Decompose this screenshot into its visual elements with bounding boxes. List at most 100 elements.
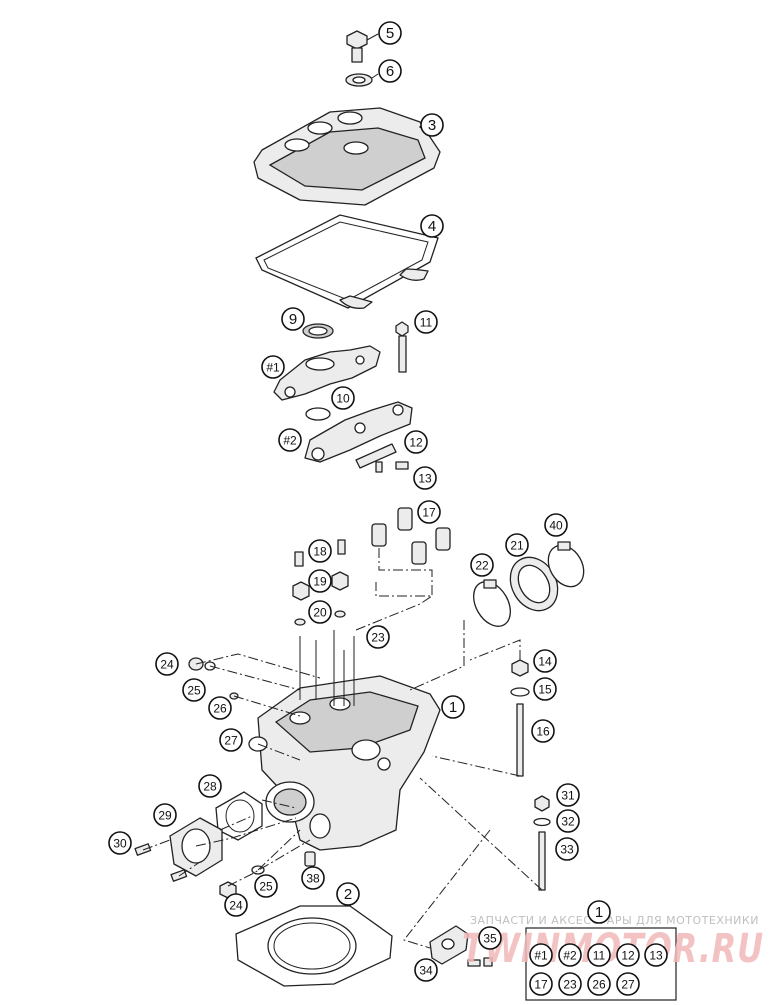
kit-label-callout-label: 1	[595, 904, 603, 921]
callout-c33-circle	[555, 837, 579, 861]
part-2-head-gasket	[235, 905, 393, 987]
part-9-o-ring	[302, 323, 334, 339]
callout-c21-label: 21	[510, 539, 524, 553]
callout-c19: 19	[308, 569, 332, 593]
callout-c19-label: 19	[313, 575, 327, 589]
kit-item-0-label: #1	[534, 949, 548, 963]
part-1-cylinder-head	[257, 630, 441, 851]
callout-c12a: 12	[404, 430, 428, 454]
kit-item-3-label: 12	[621, 949, 635, 963]
callout-c20-circle	[308, 600, 332, 624]
callout-c34: 34	[414, 958, 438, 982]
callout-c14-label: 14	[538, 655, 552, 669]
callout-c1: 1	[441, 695, 465, 719]
callout-c33-label: 33	[560, 843, 574, 857]
kit-item-8-circle	[616, 972, 640, 996]
kit-item-8: 27	[616, 972, 640, 996]
watermark-brand: TWINMOTOR.RU	[462, 926, 764, 972]
callout-c25b-circle	[254, 874, 278, 898]
callout-c1-label: 1	[449, 699, 457, 716]
kit-item-6: 23	[558, 972, 582, 996]
callout-c32-label: 32	[561, 815, 575, 829]
kit-item-0: #1	[529, 943, 553, 967]
callout-c9: 9	[281, 307, 305, 331]
callout-c4: 4	[420, 214, 444, 238]
callout-c27a: 27	[219, 728, 243, 752]
part-3-valve-cover	[253, 107, 441, 206]
callout-c14-circle	[533, 649, 557, 673]
callout-c33: 33	[555, 837, 579, 861]
callout-c12a-circle	[404, 430, 428, 454]
callout-c32: 32	[556, 809, 580, 833]
callout-c17a: 17	[417, 500, 441, 524]
watermark-caption: ЗАПЧАСТИ И АКСЕССУАРЫ ДЛЯ МОТОТЕХНИКИ	[470, 914, 759, 927]
kit-item-6-label: 23	[563, 978, 577, 992]
kit-item-3: 12	[616, 943, 640, 967]
callout-c28-label: 28	[203, 780, 217, 794]
kit-item-1-circle	[558, 943, 582, 967]
part-34-35-cover	[429, 925, 493, 967]
kit-item-4-label: 13	[649, 949, 663, 963]
callout-c40-circle	[544, 513, 568, 537]
callout-c23a-label: 23	[371, 631, 385, 645]
part-21-intake-flange	[509, 556, 559, 612]
callout-c17a-label: 17	[422, 506, 436, 520]
callout-c13a-label: 13	[418, 472, 432, 486]
kit-item-7-circle	[587, 972, 611, 996]
callout-c2a-circle	[278, 428, 302, 452]
callout-c20-label: 20	[313, 606, 327, 620]
callout-c16-label: 16	[536, 725, 550, 739]
callout-c11a-label: 11	[420, 316, 433, 330]
callout-c24a-circle	[155, 652, 179, 676]
callout-c4-circle	[420, 214, 444, 238]
callout-c24b: 24	[224, 893, 248, 917]
callout-c12a-label: 12	[409, 436, 423, 450]
part-bridge-1	[273, 345, 381, 401]
callout-c13a: 13	[413, 466, 437, 490]
kit-item-5-label: 17	[534, 978, 548, 992]
callout-c10: 10	[331, 386, 355, 410]
callout-c13a-circle	[413, 466, 437, 490]
part-4-gasket	[255, 214, 439, 309]
callout-c24b-circle	[224, 893, 248, 917]
callout-c25a: 25	[182, 678, 206, 702]
kit-item-7-label: 26	[592, 978, 606, 992]
callout-c16-circle	[531, 719, 555, 743]
callout-c15-label: 15	[538, 683, 552, 697]
callout-c15: 15	[533, 677, 557, 701]
kit-item-2: 11	[587, 943, 611, 967]
callout-c28: 28	[198, 774, 222, 798]
callout-c30-circle	[108, 831, 132, 855]
callout-c28-circle	[198, 774, 222, 798]
kit-label-callout: 1	[587, 900, 611, 924]
kit-item-4: 13	[644, 943, 668, 967]
callout-c3-circle	[420, 113, 444, 137]
callout-c23a-circle	[366, 625, 390, 649]
callout-c34-label: 34	[419, 964, 433, 978]
callout-c29: 29	[153, 803, 177, 827]
kit-item-5-circle	[529, 972, 553, 996]
part-29-exhaust-flange	[169, 817, 223, 877]
callout-c6-circle	[378, 59, 402, 83]
callout-c25b: 25	[254, 874, 278, 898]
kit-item-4-circle	[644, 943, 668, 967]
callout-c11a: 11	[414, 310, 438, 334]
callout-c31-label: 31	[561, 789, 575, 803]
callout-c29-label: 29	[158, 809, 172, 823]
callout-c9-label: 9	[289, 311, 297, 328]
kit-item-3-circle	[616, 943, 640, 967]
callout-c6-label: 6	[386, 63, 394, 80]
part-6-washer	[345, 73, 379, 87]
callout-c9-circle	[281, 307, 305, 331]
part-38-plug	[304, 851, 316, 867]
part-11-long-bolt	[395, 321, 409, 373]
callout-c27a-circle	[219, 728, 243, 752]
callout-c2-label: 2	[344, 886, 352, 903]
callout-c38: 38	[301, 866, 325, 890]
callout-c2: 2	[336, 882, 360, 906]
callout-c38-label: 38	[306, 872, 320, 886]
callout-c40: 40	[544, 513, 568, 537]
kit-item-1-label: #2	[563, 949, 577, 963]
callout-c3-label: 3	[428, 117, 436, 134]
